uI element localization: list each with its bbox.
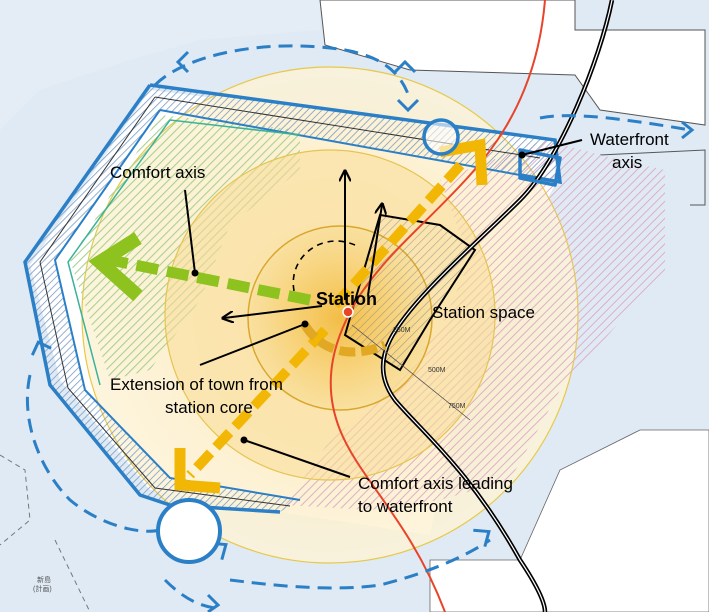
circulation-arc-left	[25, 374, 161, 533]
waterfront-axis-label-line2: axis	[612, 153, 643, 172]
arrow-west	[224, 305, 323, 318]
chevron-up-icon	[393, 59, 417, 74]
leader-dot-waterfront	[518, 151, 526, 159]
chevron-left-icon	[175, 50, 190, 74]
circulation-arc-top	[153, 44, 412, 101]
green-edge-top	[169, 119, 301, 136]
land-patch	[0, 0, 320, 130]
station-space-label: Station space	[432, 303, 536, 322]
district-outline-left	[39, 96, 291, 507]
comfort-waterfront-label-line2: to waterfront	[358, 497, 453, 516]
leader-dot-comfort-waterfront	[240, 436, 248, 444]
chevron-up-left-icon	[30, 340, 52, 356]
extension-label-line2: station core	[165, 398, 253, 417]
node-circle-top	[422, 118, 460, 156]
radius-250-label: 250M	[393, 327, 411, 334]
comfort-axis-arrowhead	[88, 232, 143, 302]
extension-label-line1: Extension of town from	[110, 375, 283, 394]
circulation-arc-right	[539, 114, 691, 132]
comfort-axis-label: Comfort axis	[110, 163, 206, 182]
circulation-arc-bottom-left	[163, 578, 216, 610]
lower-right-land	[429, 429, 709, 612]
planned-island-label-line2: (計画)	[33, 586, 52, 593]
leader-comfort-waterfront	[243, 439, 351, 478]
waterfront-axis-lower-arrowhead	[174, 448, 221, 494]
circulation-arc-bottom	[229, 538, 491, 590]
planned-outline-bottom	[54, 539, 91, 612]
leader-waterfront	[521, 139, 583, 156]
waterfront-axis-upper	[331, 156, 469, 309]
promenade-inner-top	[159, 109, 521, 176]
planned-island-label-line1: 新島	[37, 577, 51, 584]
comfort-axis-line	[108, 254, 312, 306]
upper-right-block-edge	[599, 149, 706, 206]
planned-outline-left	[0, 454, 31, 546]
radius-guide-line	[351, 324, 471, 421]
core-dashed-arc	[292, 240, 356, 296]
leader-dot-comfort	[191, 269, 199, 277]
radius-500-label: 500M	[428, 367, 446, 374]
green-edge-left	[67, 119, 171, 386]
red-rail-line	[329, 0, 546, 612]
arrow-north-east	[367, 205, 382, 296]
waterfront-axis-label-line1: Waterfront	[590, 130, 669, 149]
leader-extension	[199, 323, 306, 366]
station-label: Station	[316, 289, 377, 309]
node-circle-bottom	[156, 498, 222, 564]
chevron-down-icon	[396, 98, 420, 113]
leader-comfort	[184, 189, 196, 274]
chevron-right-icon	[681, 120, 695, 140]
station-marker	[342, 306, 354, 318]
chevron-right-icon	[473, 528, 491, 548]
black-rail-line-center	[382, 0, 613, 612]
radius-750-label: 750M	[448, 403, 466, 410]
station-core-ring	[301, 322, 387, 357]
leader-dot-extension	[301, 320, 309, 328]
waterfront-axis-lower	[186, 326, 329, 479]
comfort-waterfront-label-line1: Comfort axis leading	[358, 474, 513, 493]
chevron-right-icon	[206, 593, 221, 612]
waterfront-node-box	[518, 148, 562, 187]
